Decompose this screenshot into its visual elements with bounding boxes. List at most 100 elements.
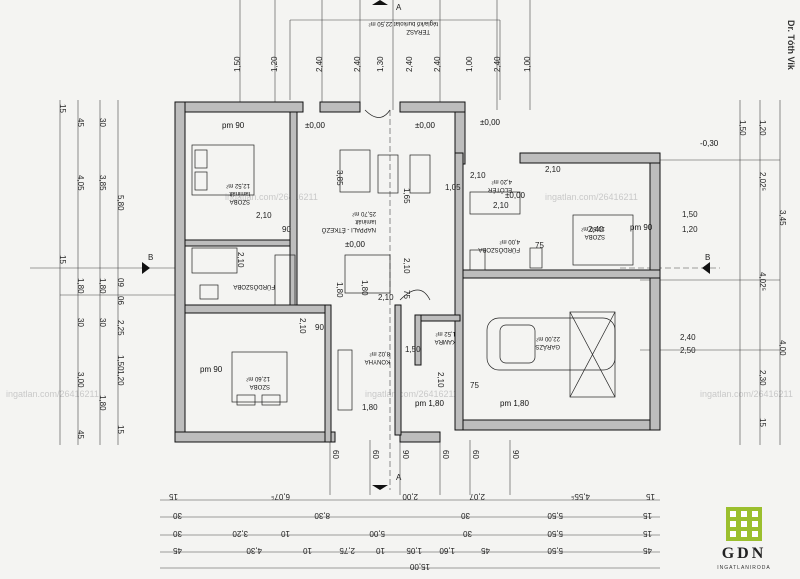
dim-label: 2,10 xyxy=(402,258,411,274)
dim-label: 1,50 xyxy=(738,120,747,136)
dim-label: 60 xyxy=(471,450,480,459)
level-marker: -0,30 xyxy=(700,139,719,148)
level-marker: ±0,00 xyxy=(345,240,366,249)
room-szoba1-area: 12,52 m² xyxy=(226,182,250,188)
dim-label: 3,85 xyxy=(98,175,107,191)
dim-label: 45 xyxy=(481,546,490,555)
section-mark-b: B xyxy=(705,253,710,262)
room-garazs-name: GARÁZS xyxy=(535,343,560,350)
level-markers: pm 90 pm 90 ±0,00 ±0,00 ±0,00 ±0,00 ±0,0… xyxy=(200,118,719,408)
dim-label: 1,80 xyxy=(76,278,85,294)
dim-label: 2,40 xyxy=(315,56,324,72)
dim-label: 3,20 xyxy=(232,529,248,538)
dim-label: 06 xyxy=(116,296,125,305)
inner-dimensions: 2,10 90 2,10 2,10 3,85 1,65 1,80 2,10 2,… xyxy=(236,165,604,412)
dim-label: 2,30 xyxy=(758,370,767,386)
dim-label: 2,40 xyxy=(493,56,502,72)
dim-label: 2,40 xyxy=(680,333,696,342)
dim-label: 1,80 xyxy=(362,403,378,412)
dim-label: 30 xyxy=(463,529,472,538)
dim-label: 2,10 xyxy=(436,372,445,388)
dim-label: 1,80 xyxy=(335,282,344,298)
dim-label: 60 xyxy=(441,450,450,459)
dim-label: 2,40 xyxy=(433,56,442,72)
watermark: ingatlan.com/26416211 xyxy=(545,192,638,202)
dim-label: 1,80 xyxy=(360,280,369,296)
right-dimensions: 1,50 1,20 2,02⁵ 3,45 1,20 1,50 4,02⁵ 2,4… xyxy=(680,120,787,427)
dim-label: 45 xyxy=(643,546,652,555)
level-marker: pm 1,80 xyxy=(415,399,444,408)
dim-label: 75 xyxy=(470,381,479,390)
dim-label: 09 xyxy=(116,278,125,287)
dim-label: 5,80 xyxy=(116,195,125,211)
dim-label: 1,20 xyxy=(116,370,125,386)
dim-label: 45 xyxy=(76,118,85,127)
dim-label: 1,50 xyxy=(233,56,242,72)
dim-label: 3,85 xyxy=(335,170,344,186)
dim-label: 15 xyxy=(58,104,67,113)
dim-label: 1,50 xyxy=(682,210,698,219)
dim-label: 4,05 xyxy=(76,175,85,191)
dim-label: 2,10 xyxy=(493,201,509,210)
dim-label: 4,30 xyxy=(246,546,262,555)
dim-label: 5,50 xyxy=(547,511,563,520)
level-marker: pm 90 xyxy=(200,365,223,374)
dim-label: 8,30 xyxy=(314,511,330,520)
level-marker: pm 90 xyxy=(222,121,245,130)
level-marker: ±0,00 xyxy=(415,121,436,130)
company-logo: GDN INGATLANIRODA xyxy=(704,501,784,571)
level-marker: ±0,00 xyxy=(480,118,501,127)
dim-label: 10 xyxy=(376,546,385,555)
dim-label: 2,10 xyxy=(256,211,272,220)
author-name: Dr. Tóth Vik xyxy=(786,20,796,70)
room-nappali-name: NAPPALI - ÉTKEZŐ xyxy=(321,226,376,233)
watermark: ingatlan.com/26416211 xyxy=(6,389,99,399)
dim-label: 2,40 xyxy=(353,56,362,72)
dim-label: 90 xyxy=(315,323,324,332)
room-nappali-floor: laminált xyxy=(355,218,376,224)
dim-label: 1,30 xyxy=(376,56,385,72)
dim-label: 2,40 xyxy=(405,56,414,72)
dim-label: 1,65 xyxy=(402,188,411,204)
logo-subtitle: INGATLANIRODA xyxy=(717,565,771,571)
room-terasz-name: TERASZ xyxy=(406,28,430,34)
furniture xyxy=(191,109,634,411)
dim-label: 15 xyxy=(646,492,655,501)
room-garazs-area: 22,00 m² xyxy=(536,335,560,341)
room-furdo2-area: 4,00 m² xyxy=(500,238,520,244)
dim-label: 1,50 xyxy=(116,355,125,371)
dim-label: 3,45 xyxy=(778,210,787,226)
dim-label: 1,00 xyxy=(523,56,532,72)
dim-label: 2,10 xyxy=(378,293,394,302)
dim-label: 2,00 xyxy=(402,492,418,501)
room-eloter-name: ELŐTÉR xyxy=(487,186,512,193)
room-szoba3-area: 10,60 m² xyxy=(581,225,605,231)
room-szoba3-name: SZOBA xyxy=(585,233,605,239)
logo-name: GDN xyxy=(721,545,767,562)
dim-label: 1,00 xyxy=(465,56,474,72)
dim-label: 30 xyxy=(461,511,470,520)
room-konyha-name: KONYHA xyxy=(365,358,390,364)
walls xyxy=(174,101,661,443)
room-szoba1-name: SZOBA xyxy=(230,198,250,204)
dim-label: 2,10 xyxy=(298,318,307,334)
dim-label: 1,20 xyxy=(270,56,279,72)
dim-label: 2,07 xyxy=(469,492,485,501)
dim-label: 5,50 xyxy=(547,529,563,538)
dim-label: 2,10 xyxy=(545,165,561,174)
section-markers xyxy=(142,0,710,490)
level-marker: ±0,00 xyxy=(305,121,326,130)
dim-label: 90 xyxy=(282,225,291,234)
level-marker: pm 1,80 xyxy=(500,399,529,408)
room-kamra-area: 1,52 m² xyxy=(436,330,456,336)
dim-label: 15 xyxy=(643,529,652,538)
watermark: ingatlan.com/26416211 xyxy=(365,389,458,399)
room-szoba1-floor: laminált xyxy=(229,190,250,196)
dim-label: 2,10 xyxy=(470,171,486,180)
dim-label: 30 xyxy=(98,118,107,127)
dim-label: 75 xyxy=(402,290,411,299)
dim-label: 2,02⁵ xyxy=(758,172,767,191)
dim-label: 4,00 xyxy=(778,340,787,356)
dim-label: 1,20 xyxy=(682,225,698,234)
